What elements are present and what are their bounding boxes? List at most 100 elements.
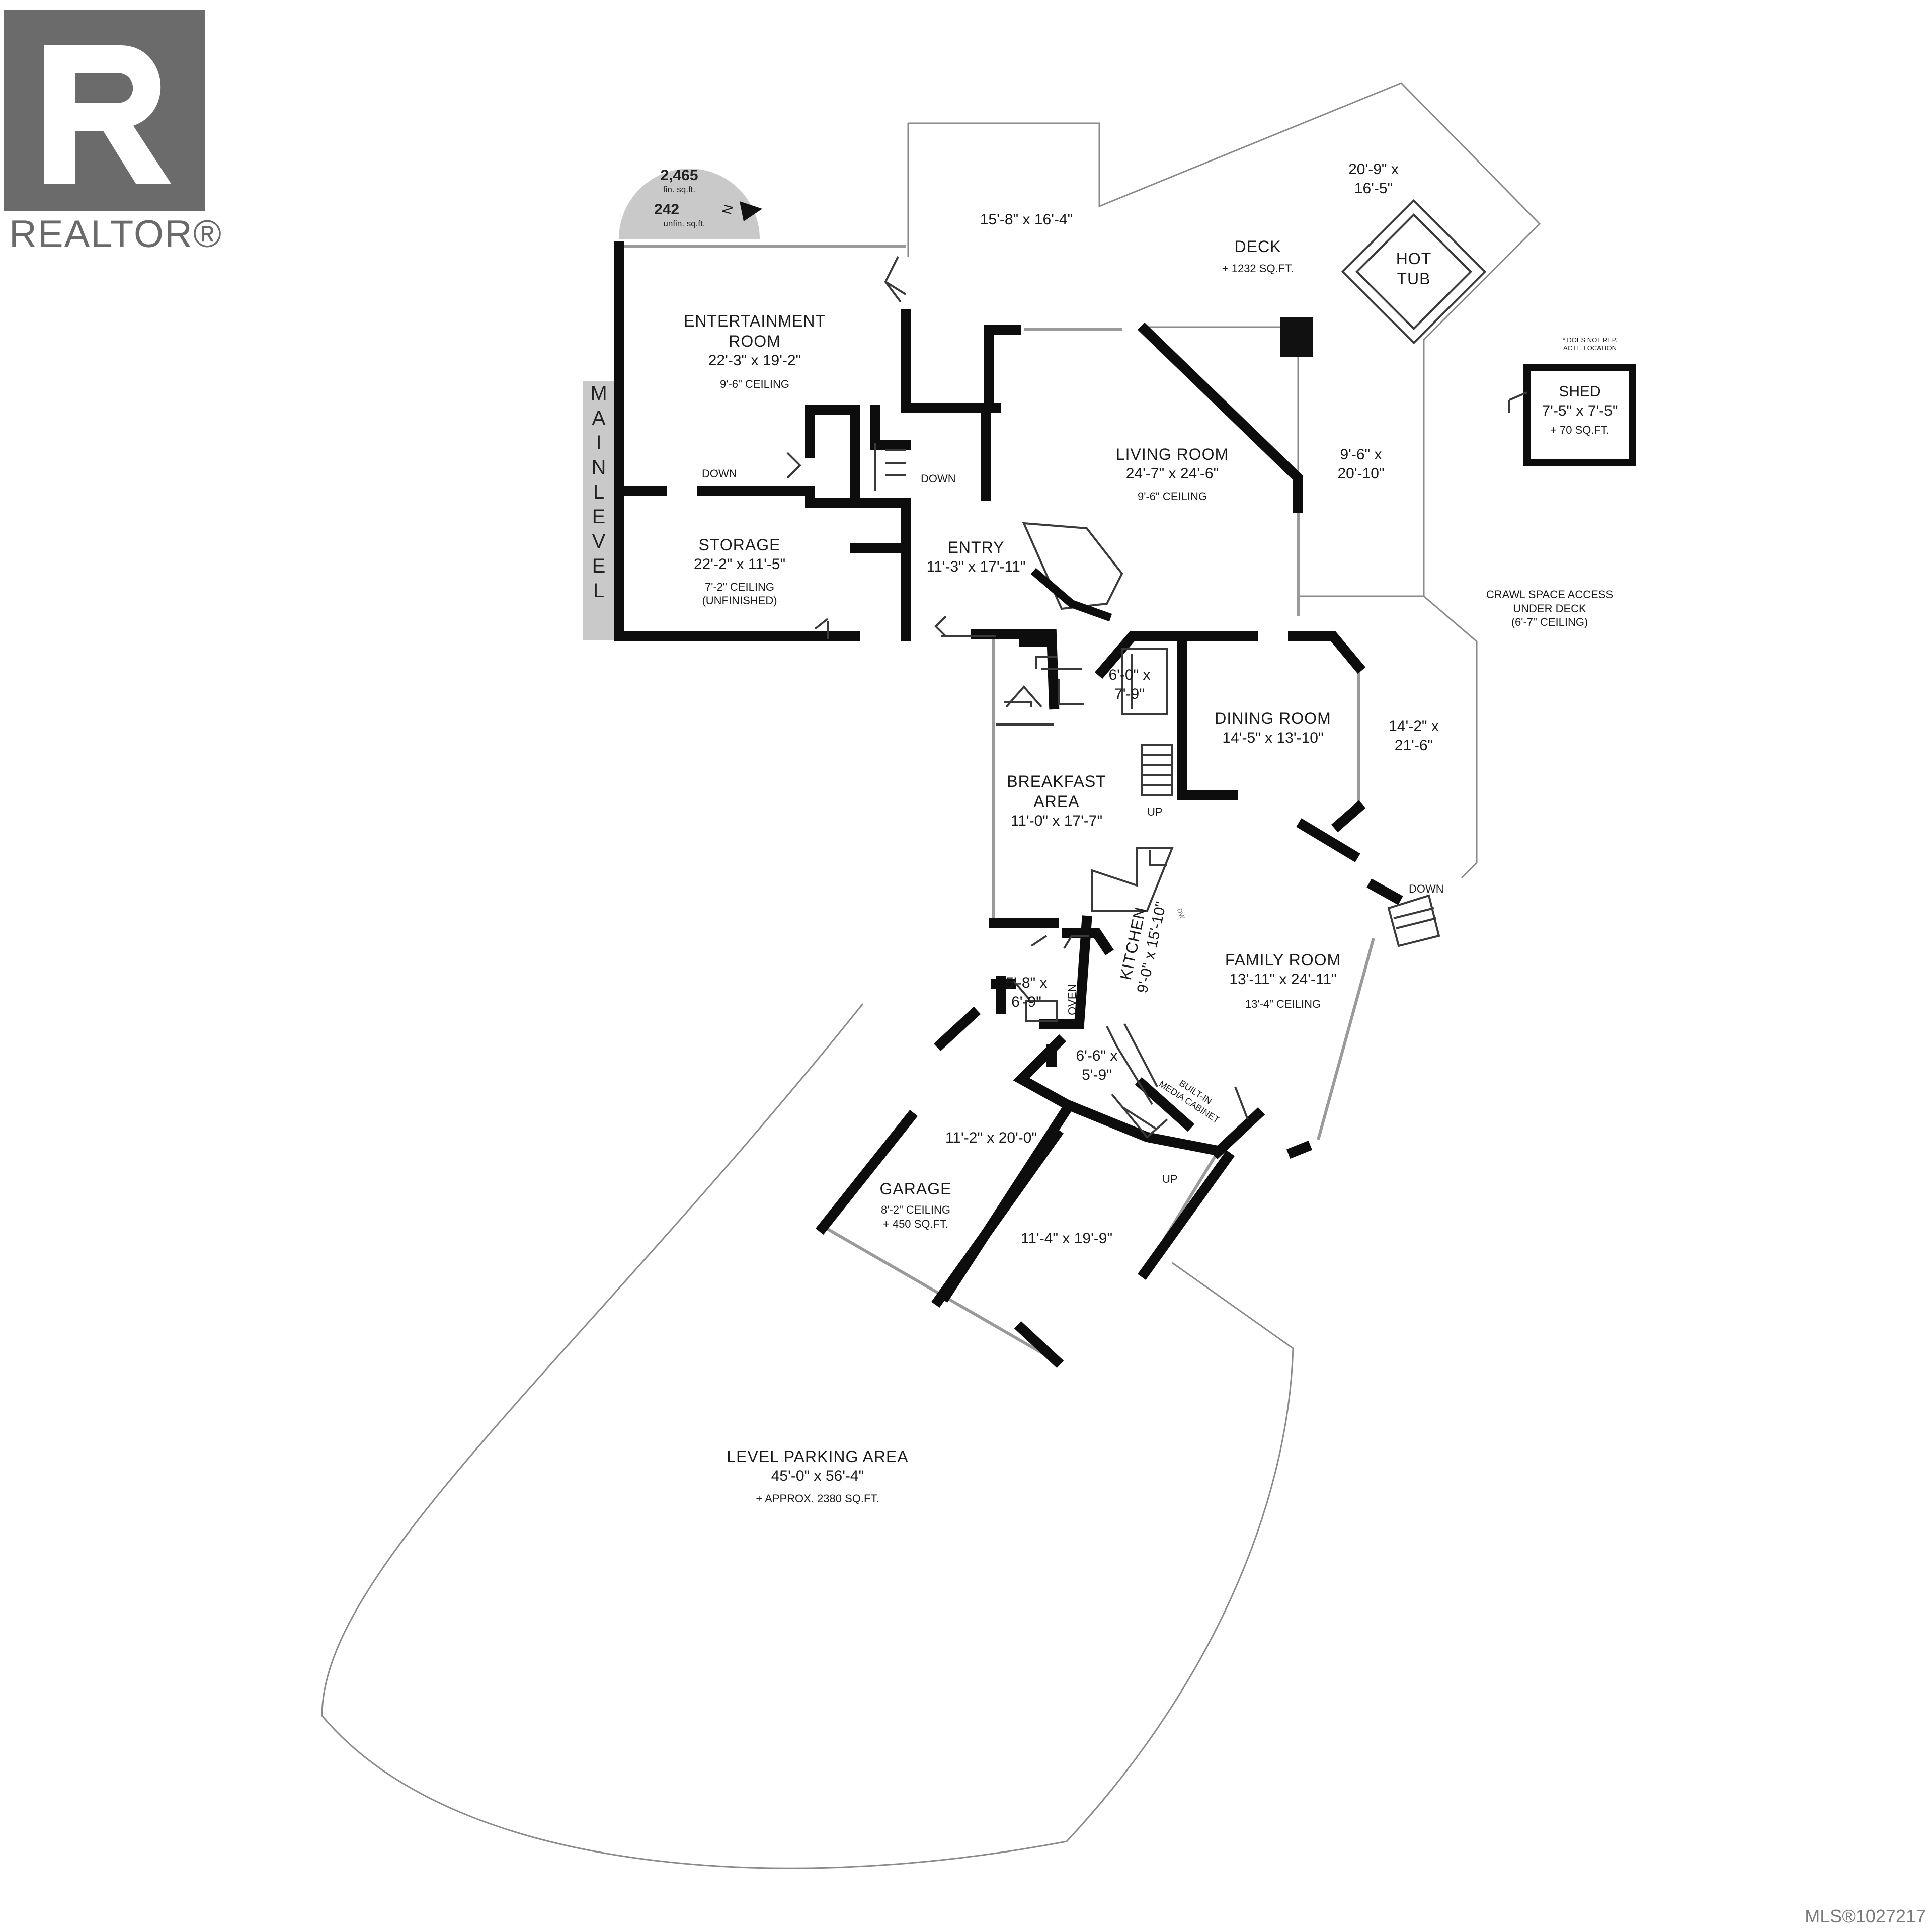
room-dims: 11'-3" x 17'-11": [926, 558, 1026, 575]
family-room-label: FAMILY ROOM 13'-11" x 24'-11" 13'-4" CEI…: [1208, 950, 1358, 1011]
room-dims: 7'-5" x 7'-5": [1542, 402, 1618, 419]
room-ceiling: 9'-6" CEILING: [1138, 490, 1207, 503]
shed-area: + 70 SQ.FT.: [1550, 424, 1609, 436]
deck-dims: 14'-2" x: [1389, 718, 1439, 735]
level-letter: E: [592, 506, 606, 528]
room-dims: 14'-5" x 13'-10": [1222, 730, 1324, 746]
room-name: ENTRY: [947, 538, 1005, 556]
deck-label: DECK + 1232 SQ.FT.: [1208, 236, 1308, 276]
room-dims: 45'-0" x 56'-4": [771, 1468, 864, 1484]
stair-down-label: DOWN: [702, 467, 737, 480]
garage-area: + 450 SQ.FT.: [882, 1217, 949, 1230]
sqft-badge: [619, 169, 762, 239]
deck-dims: 9'-6" x: [1340, 446, 1382, 463]
walls: [614, 242, 1403, 1369]
north-arrow-icon: [740, 201, 762, 221]
storage-room-label: STORAGE 22'-2" x 11'-5" 7'-2" CEILING (U…: [639, 535, 840, 608]
deck-dims: 21'-6": [1394, 737, 1433, 754]
stair-up-label: UP: [1147, 806, 1163, 818]
room-name: ROOM: [729, 332, 781, 350]
room-name: STORAGE: [698, 536, 781, 554]
room-dims: 7'-9": [1114, 685, 1145, 702]
room-dims: 6'-9": [1011, 993, 1041, 1010]
parking-label: LEVEL PARKING AREA 45'-0" x 56'-4" + APP…: [704, 1446, 931, 1505]
room-name: HOT: [1396, 250, 1432, 268]
stair-down-label: DOWN: [921, 472, 956, 485]
level-letter: L: [593, 481, 605, 503]
room-name: LEVEL PARKING AREA: [727, 1447, 909, 1466]
finished-sqft-unit: fin. sq.ft.: [663, 185, 696, 194]
stair-up-label: UP: [1162, 1173, 1178, 1185]
level-letter: I: [596, 432, 602, 454]
deck-area: + 1232 SQ.FT.: [1222, 262, 1294, 275]
room-name: FAMILY ROOM: [1225, 951, 1341, 969]
laundry-dims: 6'-6" x 5'-9": [1062, 1046, 1132, 1084]
parking-area: [321, 1003, 1294, 1869]
room-dims: 22'-2" x 11'-5": [693, 556, 786, 573]
crawl-line: CRAWL SPACE ACCESS: [1486, 588, 1614, 601]
hot-tub-label: HOT TUB: [1384, 249, 1444, 289]
living-room-label: LIVING ROOM 24'-7" x 24'-6" 9'-6" CEILIN…: [1072, 444, 1273, 503]
deck-dims-left: 15'-8" x 16'-4": [980, 211, 1073, 228]
room-dims: 5'-9": [1082, 1066, 1112, 1083]
parking-area: + APPROX. 2380 SQ.FT.: [756, 1492, 879, 1505]
room-note: (UNFINISHED): [702, 594, 777, 607]
unfinished-sqft-unit: unfin. sq.ft.: [663, 219, 705, 228]
shed-outline: [1508, 364, 1636, 466]
room-name: TUB: [1397, 270, 1431, 288]
garage-label: GARAGE 8'-2" CEILING + 450 SQ.FT.: [860, 1179, 971, 1231]
room-name: DECK: [1234, 237, 1281, 256]
deck-side-dims: 9'-6" x 20'-10": [1313, 445, 1409, 483]
deck-dims: 20'-10": [1337, 465, 1385, 482]
level-letter: N: [591, 456, 606, 478]
room-name: GARAGE: [879, 1180, 952, 1198]
dining-room-label: DINING ROOM 14'-5" x 13'-10": [1197, 708, 1348, 748]
room-dims: 6'-0" x: [1108, 667, 1151, 683]
room-ceiling: 7'-2" CEILING: [705, 580, 774, 593]
realtor-wordmark: REALTOR®: [9, 213, 222, 256]
oven-label: OVEN: [1066, 984, 1079, 1015]
level-letter: V: [592, 530, 606, 552]
room-dims: 24'-7" x 24'-6": [1125, 465, 1219, 482]
room-name: LIVING ROOM: [1115, 445, 1229, 463]
room-name: SHED: [1559, 383, 1601, 400]
shed-note-line: * DOES NOT REP.: [1562, 336, 1618, 344]
crawl-line: (6'-7" CEILING): [1511, 616, 1588, 628]
level-label: M A I N L E V E L: [583, 381, 615, 640]
deck-dims: 16'-5": [1354, 180, 1393, 197]
realtor-logo: [4, 10, 205, 211]
mud-room-dims: 5'-8" x 6'-9": [999, 974, 1054, 1011]
room-dims: 22'-3" x 19'-2": [708, 352, 801, 369]
level-letter: M: [590, 382, 607, 405]
fixtures: [786, 256, 1440, 1139]
garage-bay1-dims: 11'-2" x 20'-0": [945, 1130, 1037, 1146]
stair-down-label: DOWN: [1409, 882, 1444, 895]
deck-dims: 20'-9" x: [1348, 161, 1399, 178]
deck-lower-dims: 14'-2" x 21'-6": [1369, 717, 1459, 755]
garage-bay2-dims: 11'-4" x 19'-9": [1020, 1230, 1113, 1247]
level-letter: A: [592, 407, 606, 429]
shed-note-line: ACTL. LOCATION: [1563, 344, 1617, 352]
deck-dims-right: 20'-9" x 16'-5": [1323, 160, 1424, 198]
crawl-space-label: CRAWL SPACE ACCESS UNDER DECK (6'-7" CEI…: [1459, 588, 1640, 629]
finished-sqft-value: 2,465: [660, 167, 698, 184]
breakfast-area-label: BREAKFAST AREA 11'-0" x 17'-7": [986, 771, 1127, 831]
unfinished-sqft-value: 242: [654, 201, 680, 218]
crawl-line: UNDER DECK: [1513, 602, 1586, 615]
entertainment-room-label: ENTERTAINMENT ROOM 22'-3" x 19'-2" 9'-6"…: [629, 311, 880, 391]
room-ceiling: 9'-6" CEILING: [720, 377, 789, 390]
shed-label: SHED 7'-5" x 7'-5" + 70 SQ.FT.: [1530, 382, 1630, 437]
bath-dims: 6'-0" x 7'-9": [1097, 666, 1162, 703]
room-dims: 5'-8" x: [1005, 975, 1048, 991]
room-name: DINING ROOM: [1215, 709, 1331, 728]
entry-label: ENTRY 11'-3" x 17'-11": [906, 537, 1046, 577]
room-name: BREAKFAST: [1007, 772, 1106, 790]
room-dims: 13'-11" x 24'-11": [1229, 971, 1337, 988]
shed-note: * DOES NOT REP. ACTL. LOCATION: [1545, 336, 1635, 353]
mls-number: MLS®1027217: [1805, 1906, 1926, 1926]
level-letter: E: [592, 555, 606, 577]
room-name: AREA: [1033, 792, 1080, 811]
room-name: ENTERTAINMENT: [683, 312, 826, 330]
room-ceiling: 13'-4" CEILING: [1245, 997, 1321, 1010]
